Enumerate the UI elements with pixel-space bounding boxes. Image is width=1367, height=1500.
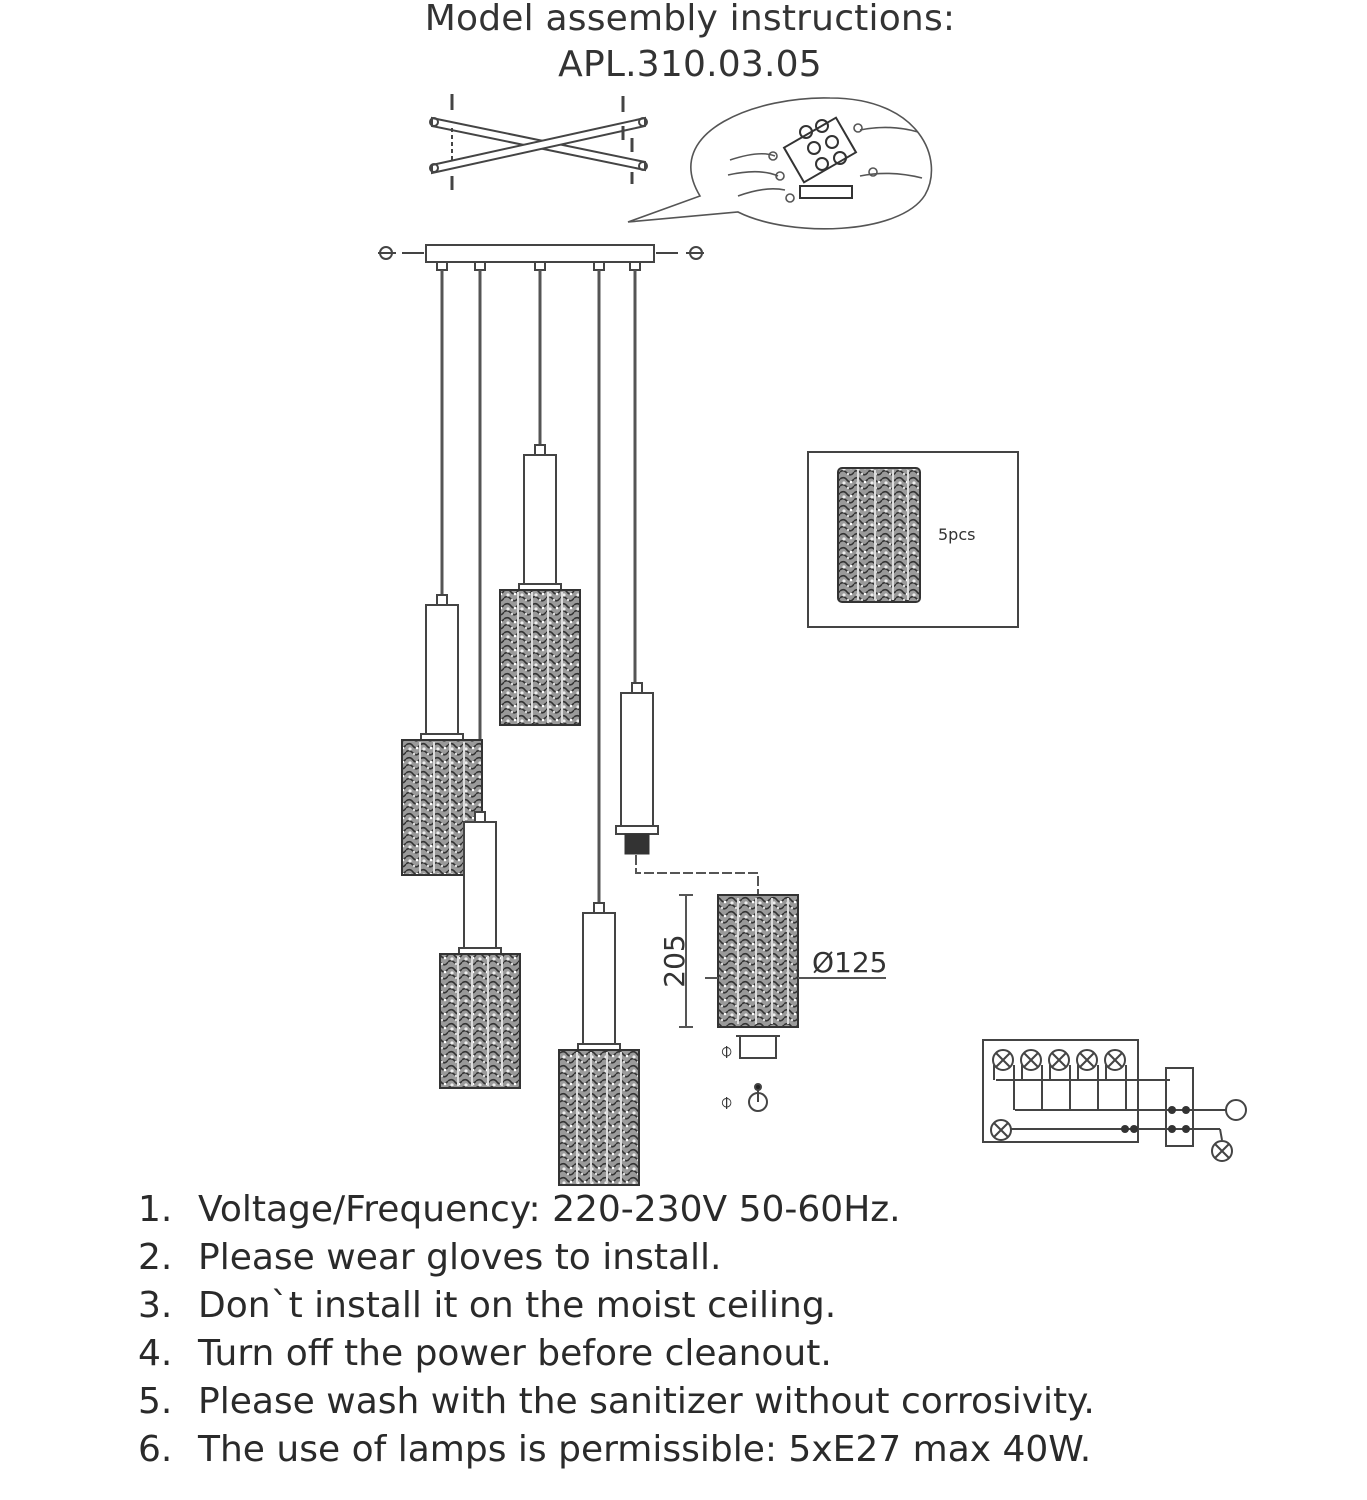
suspension-cables xyxy=(440,270,637,913)
crystal-shade xyxy=(499,589,581,726)
wiring-lamp-icon xyxy=(1076,1049,1099,1110)
external-lamp-icon xyxy=(1211,1140,1233,1162)
parts-box: 5pcs xyxy=(807,451,1019,628)
dimension-detail: 205 Ø125 ⌽ ⌽ xyxy=(635,855,887,1115)
wiring-lamp-icon xyxy=(1020,1049,1043,1110)
model-number: APL.310.03.05 xyxy=(558,44,822,85)
pendant-4 xyxy=(558,902,640,1186)
note-item: 4.Turn off the power before cleanout. xyxy=(138,1333,832,1374)
crystal-shade xyxy=(558,1049,640,1186)
wiring-lamp-icon xyxy=(1048,1049,1071,1110)
instruction-notes: 1.Voltage/Frequency: 220-230V 50-60Hz. 2… xyxy=(138,1186,1095,1474)
note-item: 2.Please wear gloves to install. xyxy=(138,1237,722,1278)
shade-ring-icon: ⌽ xyxy=(720,1035,780,1064)
crystal-shade xyxy=(439,953,521,1089)
socket-tube xyxy=(463,821,497,953)
terminal-block-callout xyxy=(627,97,933,230)
cross-mounting-bracket xyxy=(429,94,648,190)
bulb-icon: ⌽ xyxy=(720,1083,768,1115)
height-dimension: 205 xyxy=(658,934,691,987)
ceiling-canopy-bar xyxy=(378,244,704,271)
wiring-diagram xyxy=(982,1039,1247,1162)
screw-icon xyxy=(450,94,634,190)
note-item: 1.Voltage/Frequency: 220-230V 50-60Hz. xyxy=(138,1189,901,1230)
pendant-3 xyxy=(439,811,521,1089)
socket-tube xyxy=(620,692,654,831)
title-line-1: Model assembly instructions: xyxy=(424,0,956,39)
pendant-2 xyxy=(499,444,581,726)
shade-detail xyxy=(717,894,799,1028)
svg-text:⌽: ⌽ xyxy=(720,1090,733,1115)
ground-lamp-icon xyxy=(990,1119,1012,1141)
pendant-5 xyxy=(615,682,659,855)
cap-screw-icon xyxy=(378,246,704,260)
note-item: 5.Please wash with the sanitizer without… xyxy=(138,1381,1095,1422)
svg-text:⌽: ⌽ xyxy=(720,1039,733,1064)
diameter-dimension: Ø125 xyxy=(812,946,887,979)
wiring-lamp-icon xyxy=(992,1049,1015,1110)
note-item: 3.Don`t install it on the moist ceiling. xyxy=(138,1285,837,1326)
wiring-lamp-icon xyxy=(1104,1049,1127,1110)
e27-socket-thread xyxy=(624,833,650,855)
note-item: 6.The use of lamps is permissible: 5xE27… xyxy=(138,1429,1092,1470)
quantity-label: 5pcs xyxy=(938,525,975,544)
power-source-icon xyxy=(1225,1099,1247,1121)
terminal-block-icon xyxy=(782,116,858,199)
socket-tube xyxy=(523,454,557,589)
pendant-group xyxy=(401,444,659,1186)
socket-tube xyxy=(425,604,459,739)
socket-tube xyxy=(582,912,616,1049)
